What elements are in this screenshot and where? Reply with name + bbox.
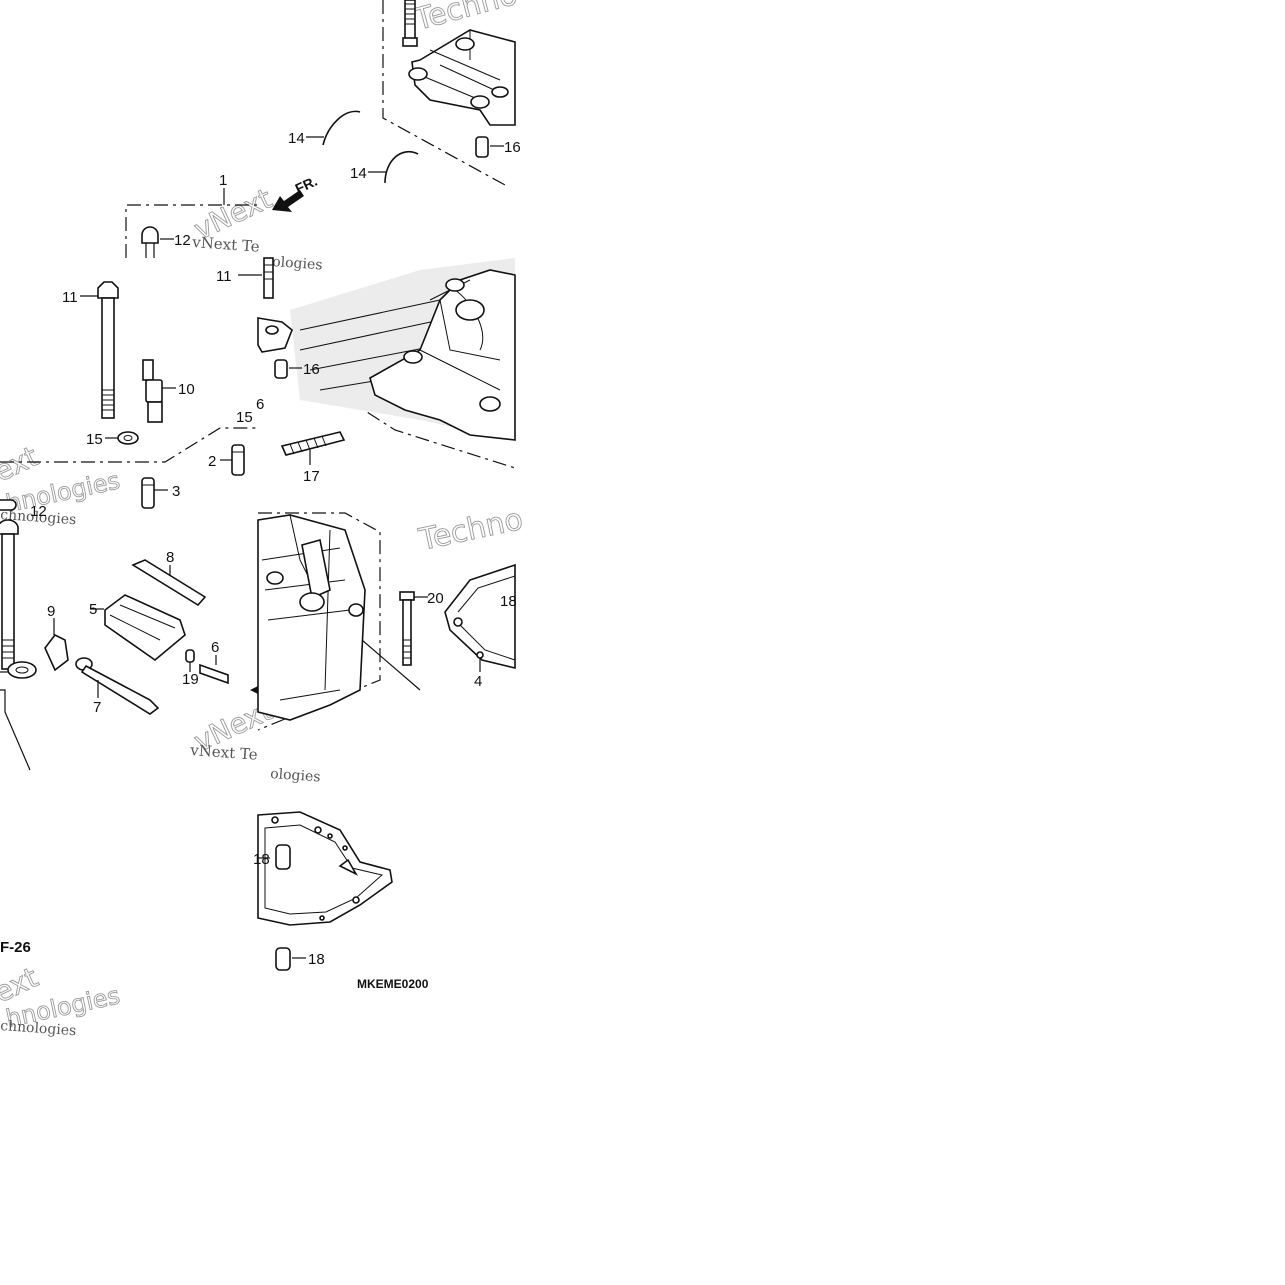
watermark-chnologies-bottom: chnologies — [0, 1018, 77, 1039]
callout-1: 1 — [219, 172, 227, 189]
callout-18-right: 18 — [500, 593, 517, 610]
callout-17: 17 — [303, 468, 320, 485]
cylinder-head-bolts-left — [80, 226, 176, 445]
rocker-holder-assembly — [402, 0, 516, 158]
callout-6-top: 6 — [256, 396, 264, 413]
callout-16-mid: 16 — [303, 361, 320, 378]
valve-guides — [141, 444, 245, 509]
callout-18-bottom-b: 18 — [308, 951, 325, 968]
watermark-techno-mid: Techno — [415, 502, 526, 558]
watermark-ext-mid: ext — [0, 440, 43, 489]
cylinder-head-top — [238, 257, 516, 465]
callout-4: 4 — [474, 673, 482, 690]
front-direction-arrow — [272, 190, 304, 212]
callout-6-lower: 6 — [211, 639, 219, 656]
watermark-vnext-te-bottom: vNext Te — [189, 741, 259, 764]
callout-8: 8 — [166, 549, 174, 566]
front-marker-label: FR. — [293, 173, 320, 197]
callout-12-lower: 12 — [30, 503, 47, 520]
base-gasket-assembly — [257, 811, 393, 971]
watermark-ologies-bottom: ologies — [270, 766, 321, 785]
callout-14-a: 14 — [288, 130, 305, 147]
callout-15-left: 15 — [86, 431, 103, 448]
diagram-code: MKEME0200 — [357, 977, 429, 991]
callout-3: 3 — [172, 483, 180, 500]
callout-9: 9 — [47, 603, 55, 620]
callout-19: 19 — [182, 671, 199, 688]
watermark-chnologies-mid: chnologies — [0, 507, 77, 528]
callout-15-mid: 15 — [236, 409, 253, 426]
callout-7: 7 — [93, 699, 101, 716]
callout-11-left: 11 — [62, 289, 78, 306]
section-reference: F-26 — [0, 939, 31, 956]
watermark-ologies-top: ologies — [272, 254, 323, 273]
callout-18-bottom-a: 18 — [253, 851, 270, 868]
callout-2: 2 — [208, 453, 216, 470]
callout-11-mid: 11 — [216, 268, 232, 285]
watermark-vnext-te-top: vNext Te — [191, 233, 261, 256]
callout-10: 10 — [178, 381, 195, 398]
callout-16-top: 16 — [504, 139, 521, 156]
cylinder-head-side — [257, 514, 428, 721]
callout-20: 20 — [427, 590, 444, 607]
valve-clips — [306, 110, 419, 184]
camshaft-parts — [0, 499, 258, 715]
callout-12-top: 12 — [174, 232, 191, 249]
callout-5: 5 — [89, 601, 97, 618]
callout-14-b: 14 — [350, 165, 367, 182]
cylinder-head-gasket-right — [444, 563, 516, 672]
